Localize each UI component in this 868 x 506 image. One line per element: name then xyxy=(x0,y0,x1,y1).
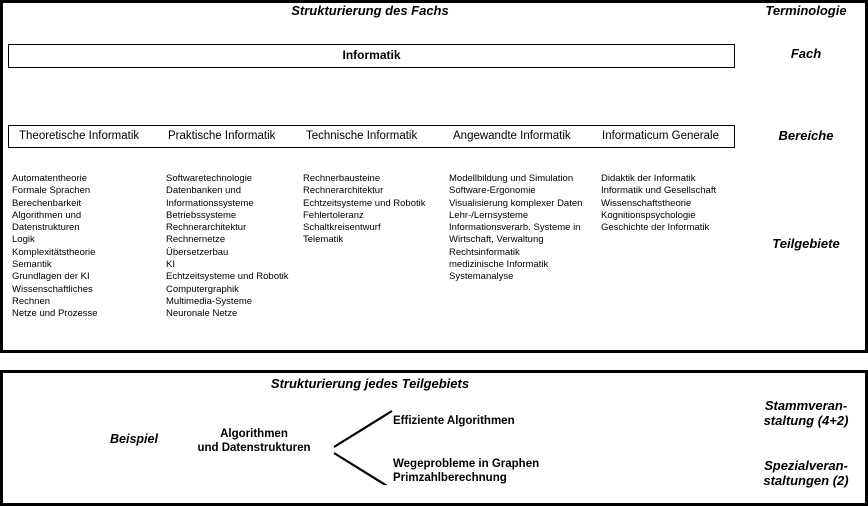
bereiche-box: Theoretische Informatik Praktische Infor… xyxy=(8,125,735,148)
teilgebiet-item: Grundlagen der KI xyxy=(12,271,90,283)
teilgebiet-item: Logik xyxy=(12,234,35,246)
teilgebiet-item: Fehlertoleranz xyxy=(303,209,364,221)
teilgebiet-item: Echtzeitsysteme und Robotik xyxy=(166,271,289,283)
teilgebiet-item: Rechnen xyxy=(12,295,51,307)
teilgebiet-item: Wissenschaftliches xyxy=(12,283,93,295)
teilgebiet-item: Rechnerarchitektur xyxy=(166,222,247,234)
bereich-header-theoretische: Theoretische Informatik xyxy=(19,130,140,142)
teilgebiet-item: Neuronale Netze xyxy=(166,308,238,320)
teilgebiet-item: Algorithmen und xyxy=(12,209,82,221)
teilgebiet-item: Softwaretechnologie xyxy=(166,173,253,184)
teilgebiet-item: Automatentheorie xyxy=(12,173,87,184)
terminology-label-fach: Fach xyxy=(790,46,822,61)
teilgebiet-item: Datenstrukturen xyxy=(12,222,80,234)
teilgebiet-item: Rechnernetze xyxy=(166,234,226,246)
panel-teilgebiet-structure xyxy=(0,370,868,506)
bereich-header-angewandte: Angewandte Informatik xyxy=(453,130,571,142)
diagram-leaf-wegeprobleme: Wegeprobleme in Graphen Primzahlberechnu… xyxy=(393,458,540,484)
terminology-label-bereiche: Bereiche xyxy=(778,128,834,143)
terminology-label-teilgebiete: Teilgebiete xyxy=(772,236,840,251)
teilgebiet-item: Schaltkreisentwurf xyxy=(303,222,381,234)
page-title-top: Strukturierung des Fachs xyxy=(291,3,449,18)
teilgebiet-item: Rechtsinformatik xyxy=(449,246,520,258)
teilgebiet-item: Telematik xyxy=(303,234,344,246)
teilgebiet-item: Datenbanken und xyxy=(166,185,242,197)
teilgebiet-item: Informationssysteme xyxy=(166,197,254,209)
teilgebiet-item: Multimedia-Systeme xyxy=(166,295,253,307)
teilgebiet-item: Didaktik der Informatik xyxy=(601,173,696,184)
teilgebiet-item: Wissenschaftstheorie xyxy=(601,197,692,209)
teilgebiet-item: Komplexitätstheorie xyxy=(12,246,96,258)
page-title-bottom: Strukturierung jedes Teilgebiets xyxy=(270,376,470,391)
diagram-root-node: Algorithmen und Datenstrukturen xyxy=(197,428,311,454)
teilgebiet-item: Informationsverarb. Systeme in xyxy=(449,222,581,234)
teilgebiet-item: Berechenbarkeit xyxy=(12,197,82,209)
teilgebiet-item: Computergraphik xyxy=(166,283,239,295)
teilgebiet-item: Semantik xyxy=(12,259,52,271)
bereich-header-technische: Technische Informatik xyxy=(306,130,418,142)
teilgebiet-item: Wirtschaft, Verwaltung xyxy=(449,234,544,246)
teilgebiet-item: Echtzeitsysteme und Robotik xyxy=(303,197,426,209)
diagram-branch-lines xyxy=(333,410,393,485)
teilgebiet-item: Visualisierung komplexer Daten xyxy=(449,197,583,209)
teilgebiet-item: Geschichte der Informatik xyxy=(601,222,710,234)
teilgebiet-item: Netze und Prozesse xyxy=(12,308,98,320)
teilgebiet-item: Lehr-/Lernsysteme xyxy=(449,209,529,221)
diagram-leaf-effiziente-algorithmen: Effiziente Algorithmen xyxy=(393,415,515,427)
teilgebiet-item: KI xyxy=(166,259,175,271)
terminology-label-stammveranstaltung: Stammveran- staltung (4+2) xyxy=(763,398,849,428)
teilgebiet-item: Rechnerbausteine xyxy=(303,173,381,184)
fach-box: Informatik xyxy=(8,44,735,68)
bereich-header-informaticum: Informaticum Generale xyxy=(602,130,719,142)
teilgebiet-item: Übersetzerbau xyxy=(166,246,229,258)
terminology-label-spezialveranstaltungen: Spezialveran- staltungen (2) xyxy=(763,458,849,488)
fach-box-label: Informatik xyxy=(342,48,401,62)
teilgebiet-item: medizinische Informatik xyxy=(449,259,549,271)
teilgebiet-item: Rechnerarchitektur xyxy=(303,185,384,197)
teilgebiet-item: Informatik und Gesellschaft xyxy=(601,185,717,197)
bereich-header-praktische: Praktische Informatik xyxy=(168,130,276,142)
terminology-label-terminologie: Terminologie xyxy=(765,3,847,18)
teilgebiet-item: Systemanalyse xyxy=(449,271,514,283)
teilgebiet-item: Software-Ergonomie xyxy=(449,185,536,197)
teilgebiet-item: Modellbildung und Simulation xyxy=(449,173,574,184)
teilgebiet-item: Betriebssysteme xyxy=(166,209,237,221)
teilgebiet-item: Formale Sprachen xyxy=(12,185,91,197)
teilgebiet-item: Kognitionspsychologie xyxy=(601,209,696,221)
example-label: Beispiel xyxy=(110,432,158,446)
